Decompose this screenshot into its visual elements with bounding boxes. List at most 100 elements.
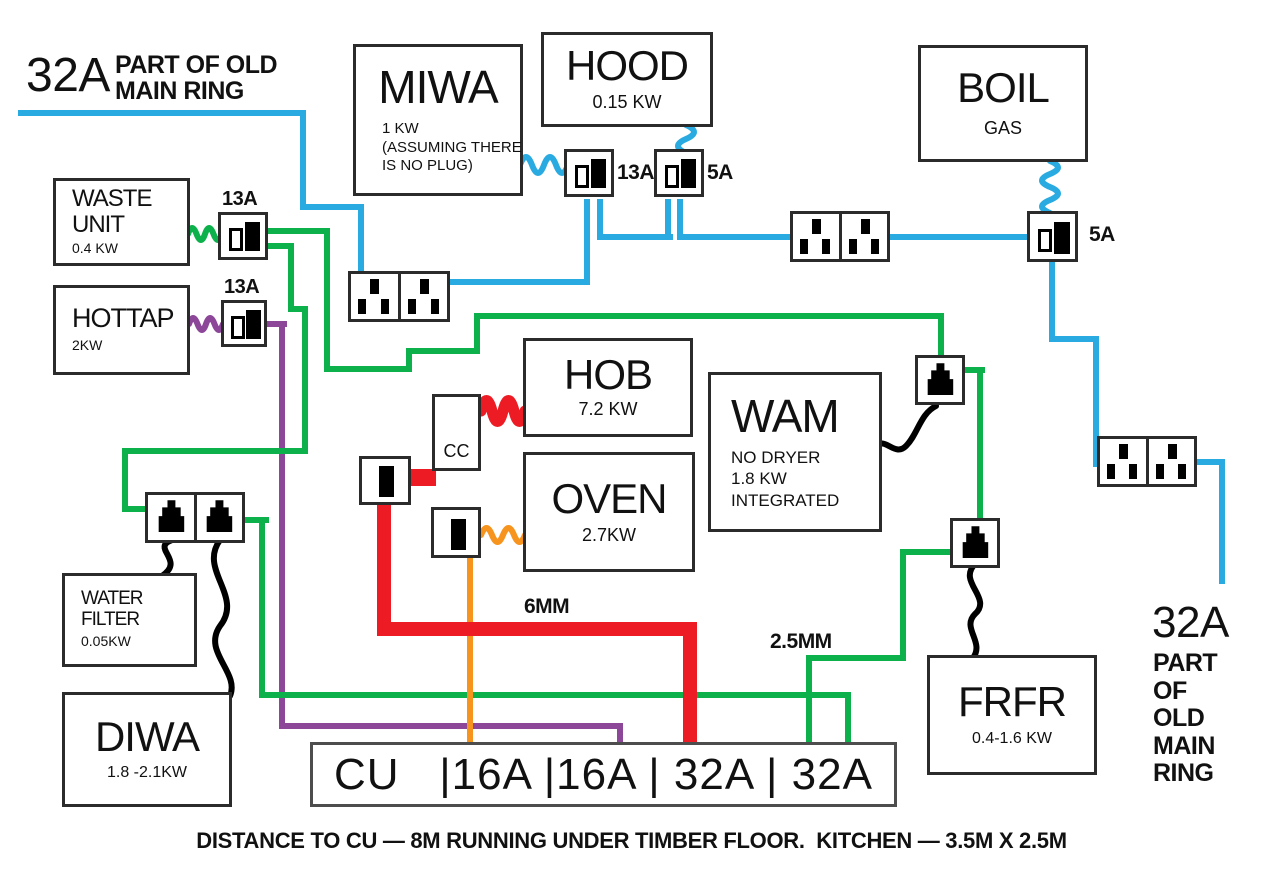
wire-orange-oven bbox=[467, 556, 473, 744]
wire-green-ring bbox=[900, 549, 906, 661]
wam-box: WAM NO DRYER 1.8 KW INTEGRATED bbox=[708, 372, 882, 532]
socket-outlet-icon bbox=[1100, 439, 1149, 484]
old-ring-left-text: PART OF OLD MAIN RING bbox=[115, 51, 278, 106]
diwa-box: DIWA 1.8 -2.1KW bbox=[62, 692, 232, 807]
wire-green-ring bbox=[900, 549, 952, 555]
hob-power: 7.2 KW bbox=[578, 399, 638, 420]
wire-blue-old-ring bbox=[677, 234, 795, 240]
spur-neon-icon bbox=[1038, 229, 1052, 252]
wire-green-ring bbox=[474, 313, 944, 319]
miwa-power: 1 KW bbox=[382, 119, 419, 137]
wire-green-ring bbox=[845, 692, 851, 744]
wire-green-ring bbox=[259, 517, 265, 698]
spur-neon-icon bbox=[229, 228, 243, 251]
miwa-title: MIWA bbox=[378, 60, 498, 113]
wire-blue-old-ring bbox=[597, 234, 673, 240]
plug-socket-wam bbox=[915, 355, 965, 405]
wire-green-ring bbox=[963, 367, 985, 373]
wire-blue-old-ring bbox=[300, 110, 306, 210]
flex-wire-waste-unit bbox=[185, 225, 225, 243]
fused-spur-waste bbox=[218, 212, 268, 260]
old-ring-right-line3: OLD bbox=[1153, 704, 1205, 732]
water-filter-title-1: WATER bbox=[81, 588, 143, 610]
fuse-label-hottap: 13A bbox=[224, 276, 260, 298]
plug-icon bbox=[197, 495, 243, 540]
old-ring-right-line1: PART bbox=[1153, 649, 1218, 677]
old-ring-right-line5: RING bbox=[1153, 759, 1214, 787]
wire-green-ring bbox=[122, 506, 148, 512]
wire-green-ring bbox=[266, 228, 330, 234]
socket-outlet-icon bbox=[842, 214, 888, 259]
waste-unit-title-2: UNIT bbox=[72, 210, 125, 238]
boil-fuel: GAS bbox=[983, 118, 1022, 139]
waste-unit-box: WASTE UNIT 0.4 KW bbox=[53, 178, 190, 266]
wire-green-ring bbox=[977, 367, 983, 520]
isolator-switch-hob bbox=[359, 456, 411, 505]
fused-spur-hottap bbox=[221, 300, 267, 347]
frfr-power: 0.4-1.6 KW bbox=[971, 730, 1053, 747]
wire-blue-old-ring bbox=[665, 199, 671, 240]
old-ring-right-line4: MAIN bbox=[1153, 731, 1215, 760]
wire-blue-old-ring bbox=[597, 199, 603, 240]
wire-blue-old-ring bbox=[1195, 459, 1225, 465]
hottap-box: HOTTAP 2KW bbox=[53, 285, 190, 375]
flex-wire-miwa bbox=[517, 154, 571, 176]
cooker-connection-box: CC bbox=[432, 394, 481, 471]
socket-outlet-icon bbox=[793, 214, 842, 259]
oven-box: OVEN 2.7KW bbox=[523, 452, 695, 572]
wire-blue-old-ring bbox=[584, 199, 590, 285]
flex-wire-boil bbox=[1039, 158, 1061, 216]
wire-green-ring bbox=[406, 348, 412, 372]
hottap-power: 2KW bbox=[72, 337, 103, 354]
miwa-note-1: (ASSUMING THERE bbox=[382, 138, 522, 156]
waste-unit-title-1: WASTE bbox=[72, 184, 152, 212]
cooker-connection-label: CC bbox=[443, 440, 470, 461]
flex-wire-hottap bbox=[186, 315, 226, 333]
socket-outlet-icon bbox=[401, 274, 448, 319]
wam-note-2: INTEGRATED bbox=[731, 490, 840, 510]
wire-blue-old-ring bbox=[358, 204, 364, 273]
spur-fuse-icon bbox=[246, 310, 261, 339]
boil-title: BOIL bbox=[957, 64, 1050, 112]
consumer-unit-text: CU |16A |16A | 32A | 32A bbox=[334, 749, 873, 799]
isolator-switch-oven bbox=[431, 507, 481, 558]
wire-green-ring bbox=[122, 448, 128, 512]
socket-outlet-icon bbox=[1149, 439, 1195, 484]
wire-blue-old-ring bbox=[1093, 336, 1099, 467]
hood-box: HOOD 0.15 KW bbox=[541, 32, 713, 127]
wire-green-ring bbox=[288, 243, 294, 312]
wire-green-ring bbox=[324, 366, 412, 372]
old-ring-right-line2: OF bbox=[1153, 676, 1187, 705]
plug-socket-frfr bbox=[950, 518, 1000, 568]
wire-purple-hottap bbox=[279, 723, 623, 729]
wam-power: 1.8 KW bbox=[731, 469, 787, 489]
wam-note-1: NO DRYER bbox=[731, 448, 821, 468]
plug-icon bbox=[148, 495, 197, 540]
spur-fuse-icon bbox=[245, 222, 260, 251]
double-socket-right bbox=[1097, 436, 1197, 487]
cable-label-6mm: 6MM bbox=[524, 595, 570, 618]
wire-blue-old-ring bbox=[886, 234, 1031, 240]
cord-diwa bbox=[211, 537, 235, 699]
double-socket-left bbox=[348, 271, 450, 322]
switch-icon bbox=[379, 466, 394, 497]
diwa-title: DIWA bbox=[94, 713, 200, 760]
wire-blue-old-ring bbox=[18, 110, 306, 116]
fuse-label-boil: 5A bbox=[1089, 223, 1115, 246]
plug-icon bbox=[962, 526, 989, 558]
old-ring-left-line1: PART OF OLD bbox=[115, 51, 278, 79]
flex-wire-hood bbox=[675, 122, 697, 156]
water-filter-title-2: FILTER bbox=[81, 609, 140, 631]
spur-neon-icon bbox=[665, 165, 679, 188]
hob-box: HOB 7.2 KW bbox=[523, 338, 693, 437]
old-ring-left-line2: MAIN RING bbox=[115, 77, 244, 106]
wam-title: WAM bbox=[731, 390, 840, 443]
wire-green-ring bbox=[938, 313, 944, 357]
wire-green-ring bbox=[259, 692, 851, 698]
frfr-box: FRFR 0.4-1.6 KW bbox=[927, 655, 1097, 775]
switch-icon bbox=[451, 519, 466, 550]
plug-double-socket-left bbox=[145, 492, 245, 543]
frfr-title: FRFR bbox=[958, 678, 1067, 725]
double-socket-centre bbox=[790, 211, 890, 262]
